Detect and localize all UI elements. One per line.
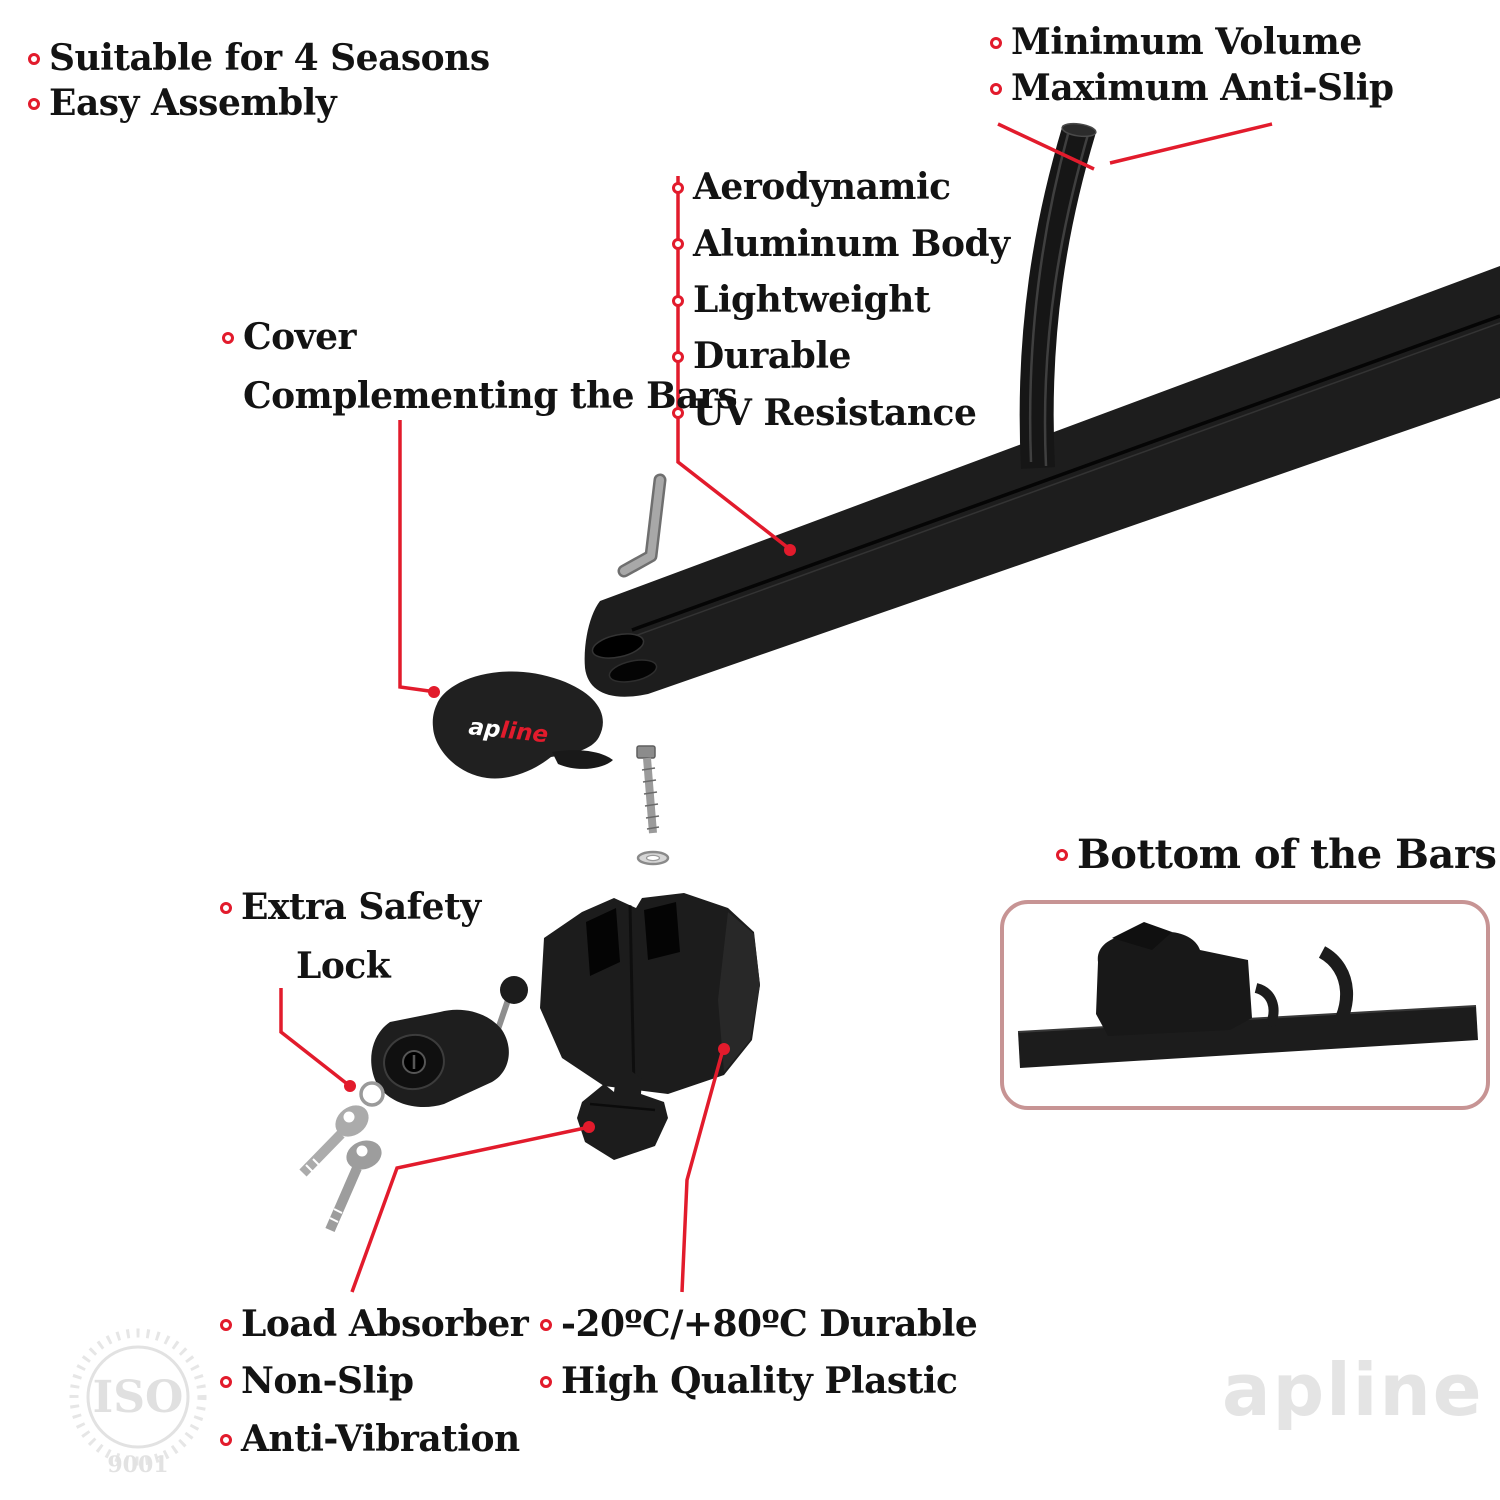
feature-item: Minimum Volume (990, 20, 1394, 66)
cover-label: Cover Complementing the Bars (222, 308, 738, 426)
crossbar-illustration (584, 266, 1500, 697)
bottom-clamp-view (1096, 931, 1252, 1036)
bullet-icon (990, 37, 1002, 49)
feature-item: Suitable for 4 Seasons (28, 36, 490, 81)
bullet-icon (220, 1376, 232, 1389)
rubber-strip-illustration (1019, 122, 1097, 469)
bullet-icon (220, 901, 232, 914)
load-absorber-illustration (577, 1070, 668, 1160)
bullet-icon (672, 294, 684, 307)
feature-item: Cover (222, 308, 737, 367)
bullet-icon (222, 331, 234, 344)
bullet-icon (672, 407, 684, 420)
bar-feature-list: Aerodynamic Aluminum Body Lightweight Du… (672, 160, 1010, 441)
feature-item: Maximum Anti-Slip (990, 66, 1394, 112)
cover-logo: apline (467, 714, 549, 748)
feature-text: Suitable for 4 Seasons (49, 36, 490, 79)
top-left-feature-list: Suitable for 4 Seasons Easy Assembly (28, 36, 490, 126)
feature-text: Cover (243, 315, 356, 358)
cover-logo-suffix: line (499, 717, 549, 748)
section-title-text: Bottom of the Bars (1077, 831, 1497, 878)
bullet-icon (220, 1318, 232, 1331)
bottom-rubber-view (1318, 946, 1354, 1047)
washer-illustration (636, 850, 670, 866)
top-right-feature-list: Minimum Volume Maximum Anti-Slip (990, 20, 1394, 112)
feature-item: Aluminum Body (672, 216, 1010, 272)
feature-text: Lightweight (693, 278, 931, 321)
keys-illustration (299, 1081, 385, 1232)
bullet-icon (28, 52, 40, 65)
feature-text: Aluminum Body (693, 222, 1010, 265)
safety-lock-label: Extra Safety Lock (220, 878, 481, 996)
bar-cover-illustration: apline (432, 671, 613, 779)
feature-text: High Quality Plastic (561, 1360, 958, 1403)
bullet-icon (672, 182, 684, 195)
feature-text: Minimum Volume (1011, 21, 1362, 64)
plastic-feature-list: -20ºC/+80ºC Durable High Quality Plastic (540, 1296, 978, 1412)
feature-item: -20ºC/+80ºC Durable (540, 1296, 978, 1354)
feature-text: Durable (693, 335, 851, 378)
feature-item: Load Absorber (220, 1296, 529, 1354)
feature-text: Maximum Anti-Slip (1011, 67, 1394, 110)
feature-item: UV Resistance (672, 385, 1010, 441)
feature-item: Lightweight (672, 273, 1010, 329)
bullet-icon (540, 1318, 552, 1331)
bullet-icon (28, 97, 40, 110)
feature-text: Load Absorber (241, 1302, 529, 1345)
feature-text: Easy Assembly (49, 81, 337, 124)
feature-text: Anti-Vibration (241, 1417, 520, 1460)
mounting-foot-illustration (540, 893, 760, 1094)
bar-bottom-view (1018, 1006, 1478, 1068)
feature-item: Easy Assembly (28, 81, 490, 126)
iso-9001-watermark: ISO 9001 (69, 1328, 207, 1478)
feature-item: Complementing the Bars (222, 367, 738, 426)
iso-number: 9001 (107, 1452, 168, 1478)
bullet-icon (540, 1376, 552, 1389)
annotation-lines (279, 122, 1273, 1293)
feature-item: Lock (220, 937, 481, 996)
feature-item: Bottom of the Bars (1056, 830, 1497, 880)
feature-item: Anti-Vibration (220, 1411, 528, 1469)
bullet-icon (1056, 849, 1068, 861)
bullet-icon (220, 1433, 232, 1446)
feature-text: Non-Slip (241, 1360, 414, 1403)
feature-item: Aerodynamic (672, 160, 1010, 216)
bullet-icon (672, 238, 684, 251)
feature-item: Non-Slip (220, 1354, 528, 1412)
feature-item: Durable (672, 329, 1010, 385)
bullet-icon (672, 351, 684, 364)
bullet-icon (990, 83, 1002, 95)
cover-logo-prefix: ap (467, 714, 502, 743)
allen-key-illustration (617, 473, 667, 578)
feature-text: Extra Safety (241, 885, 481, 928)
feature-item: Extra Safety (220, 878, 481, 937)
feature-text: Complementing the Bars (243, 374, 738, 417)
bottom-of-bars-panel (1000, 900, 1490, 1110)
feature-text: Aerodynamic (693, 166, 951, 209)
safety-lock-illustration (371, 976, 528, 1108)
feature-item: High Quality Plastic (540, 1354, 977, 1412)
feature-text: Lock (296, 944, 391, 987)
brand-watermark: apline (1222, 1348, 1484, 1432)
foot-feature-list: Load Absorber Non-Slip Anti-Vibration (220, 1296, 529, 1469)
feature-text: -20ºC/+80ºC Durable (561, 1302, 978, 1345)
bolt-illustration (636, 745, 660, 834)
bottom-bars-title: Bottom of the Bars (1056, 830, 1497, 880)
feature-text: UV Resistance (693, 391, 977, 434)
iso-text: ISO (93, 1372, 184, 1423)
